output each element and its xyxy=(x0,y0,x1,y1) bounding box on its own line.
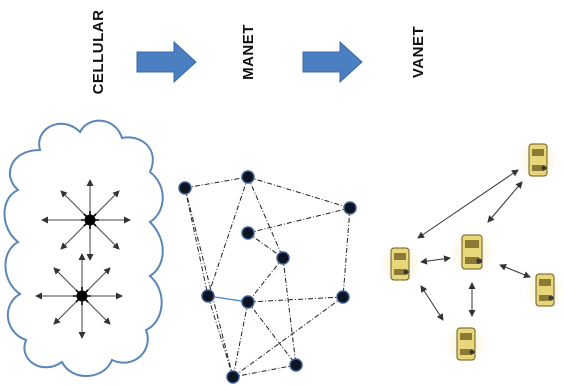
cellular-cloud-outline xyxy=(3,119,164,377)
manet-nodes xyxy=(178,170,357,384)
mobile-node-icon xyxy=(201,289,215,303)
base-station-icon xyxy=(73,287,91,305)
mobile-node-icon xyxy=(343,201,357,215)
mobile-node-icon xyxy=(276,251,290,265)
vehicle-icon xyxy=(519,141,557,179)
mobile-node-icon xyxy=(241,295,255,309)
mobile-node-icon xyxy=(336,290,350,304)
vanet-links xyxy=(417,169,531,321)
mobile-node-icon xyxy=(241,170,255,184)
manet-label: MANET xyxy=(240,24,257,80)
cellular-to-manet-arrow xyxy=(136,40,197,84)
manet-links xyxy=(184,176,351,378)
mobile-node-icon xyxy=(178,181,192,195)
vehicle-icon xyxy=(526,271,564,309)
base-station-icon xyxy=(81,211,99,229)
mobile-node-icon xyxy=(241,226,255,240)
vehicle-icon xyxy=(451,231,493,273)
mobile-node-icon xyxy=(226,370,240,384)
mobile-node-icon xyxy=(289,358,303,372)
vehicle-icon xyxy=(447,325,485,363)
cellular-label: CELLULAR xyxy=(90,10,107,95)
vehicle-icon xyxy=(381,245,419,283)
vanet-label: VANET xyxy=(410,26,427,78)
manet-to-vanet-arrow xyxy=(302,40,363,84)
